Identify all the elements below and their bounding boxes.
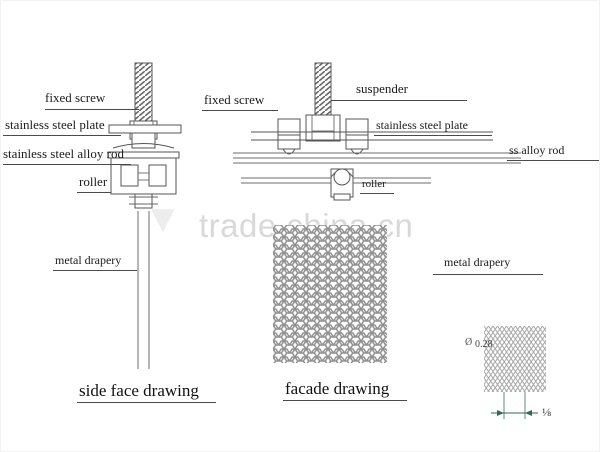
- leader-facade-suspender: [331, 100, 467, 101]
- label-facade-metal-drapery: metal drapery: [444, 255, 511, 269]
- label-facade-fixed-screw: fixed screw: [204, 92, 265, 107]
- leader-facade-fixed-screw: [202, 110, 278, 111]
- diameter-symbol-icon: Ø: [465, 337, 473, 348]
- leader-facade-view-title: [283, 400, 407, 401]
- leader-facade-stainless-steel-plate: [374, 135, 492, 136]
- leader-facade-ss-alloy-rod: [507, 160, 599, 161]
- label-facade-ss-alloy-rod: ss alloy rod: [509, 143, 565, 157]
- facade-view-title: facade drawing: [285, 379, 390, 398]
- label-facade-stainless-steel-plate: stainless steel plate: [376, 118, 468, 132]
- watermark-logo: ▼: [143, 197, 183, 241]
- label-side-stainless-steel-alloy-rod: stainless steel alloy rod: [3, 146, 124, 161]
- detail-inset-mesh: [484, 326, 546, 392]
- leader-side-view-title: [77, 402, 216, 403]
- label-side-roller: roller: [79, 174, 108, 189]
- leader-facade-metal-drapery: [433, 274, 543, 275]
- label-facade-suspender: suspender: [356, 81, 408, 96]
- facade-mesh-panel: [273, 225, 387, 363]
- leader-facade-roller: [360, 193, 394, 194]
- label-side-fixed-screw: fixed screw: [45, 90, 106, 105]
- label-side-stainless-steel-plate: stainless steel plate: [5, 117, 105, 132]
- leader-side-stainless-steel-plate: [3, 135, 121, 136]
- label-mesh-pitch: ⅛: [542, 405, 551, 419]
- leader-side-roller: [77, 192, 111, 193]
- label-hole-diameter: 0.28: [475, 339, 493, 350]
- label-side-metal-drapery: metal drapery: [55, 253, 122, 267]
- leader-side-stainless-steel-alloy-rod: [3, 164, 131, 165]
- side-view-title: side face drawing: [79, 381, 199, 400]
- leader-side-fixed-screw: [45, 109, 139, 110]
- leader-side-metal-drapery: [53, 270, 137, 271]
- label-facade-roller: roller: [362, 178, 386, 190]
